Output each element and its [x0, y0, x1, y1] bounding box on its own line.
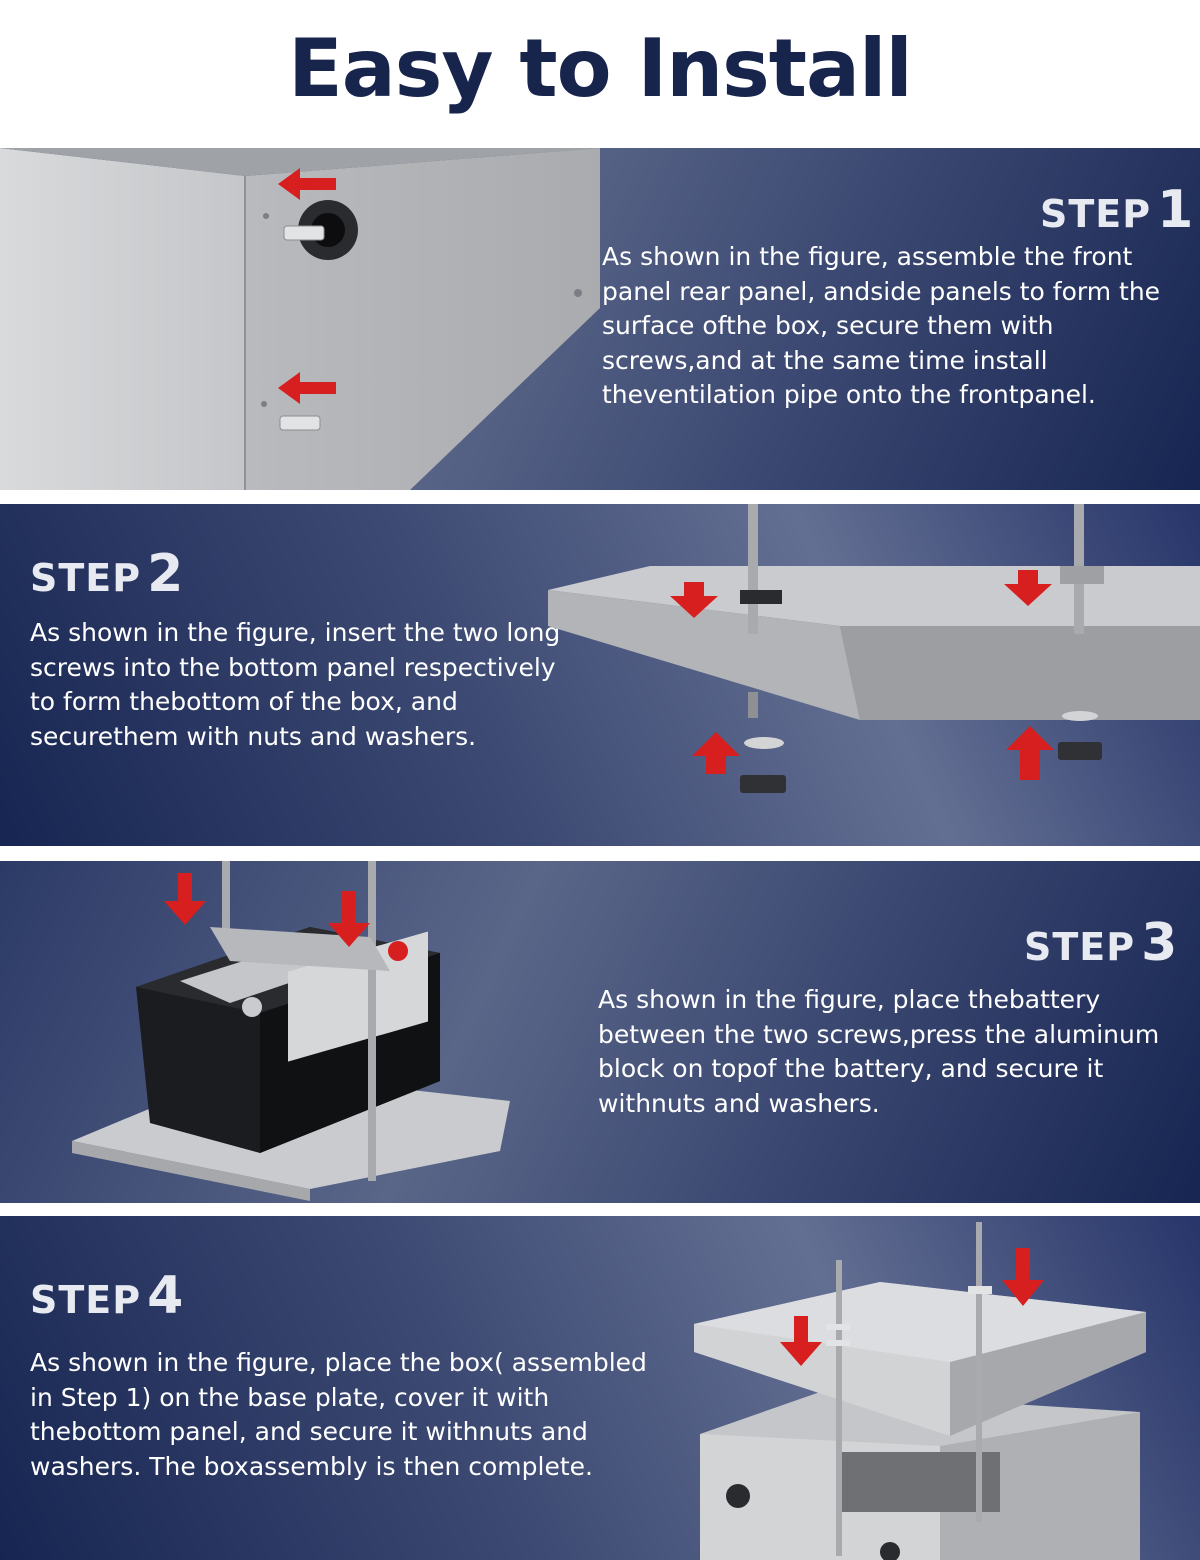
step-number: 3 — [1141, 913, 1178, 973]
step-3-illustration — [60, 861, 520, 1203]
step-label: STEP — [30, 1278, 142, 1322]
step-4-illustration — [690, 1216, 1200, 1560]
step-1-illustration — [0, 148, 600, 490]
page-title: Easy to Install — [288, 22, 913, 115]
step-label: STEP — [30, 556, 142, 600]
step-label: STEP — [1040, 192, 1152, 236]
step-1-description: As shown in the figure, assemble the fro… — [602, 242, 1161, 409]
step-label: STEP — [1024, 925, 1136, 969]
step-4-description: As shown in the figure, place the box( a… — [30, 1348, 647, 1481]
step-3-description: As shown in the figure, place thebattery… — [598, 985, 1160, 1118]
step-2-illustration — [540, 504, 1200, 846]
step-2-description: As shown in the figure, insert the two l… — [30, 618, 561, 751]
step-number: 1 — [1157, 180, 1194, 240]
step-number: 2 — [147, 544, 184, 604]
step-number: 4 — [147, 1266, 184, 1326]
